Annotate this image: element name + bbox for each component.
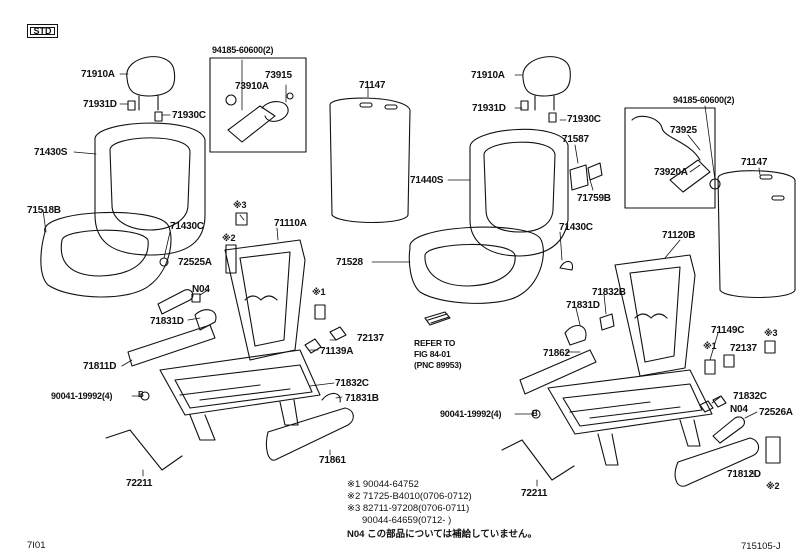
label-71832b: 71832B	[592, 287, 626, 298]
label-71832c-right: 71832C	[733, 391, 767, 402]
label-94185-left: 94185-60600(2)	[212, 45, 274, 55]
label-71759b: 71759B	[577, 193, 611, 204]
label-71832c-left: 71832C	[335, 378, 369, 389]
callout-b-right: B	[532, 409, 538, 418]
label-71930c: 71930C	[172, 110, 206, 121]
footer-left: 7I01	[27, 540, 46, 551]
right-wire	[501, 439, 575, 481]
std-badge: STD	[27, 24, 58, 38]
right-side-cover	[519, 349, 760, 487]
label-71430c-right: 71430C	[559, 222, 593, 233]
refer-note: REFER TO FIG 84-01 (PNC 89953)	[414, 338, 462, 370]
left-clips	[191, 212, 347, 354]
right-seat-cushion	[408, 226, 544, 304]
left-seatback	[94, 122, 206, 256]
footer-right: 715105-J	[741, 541, 781, 552]
label-71831d: 71831D	[150, 316, 184, 327]
label-71430s: 71430S	[34, 147, 68, 158]
right-levers	[564, 313, 745, 444]
label-n04-right: N04	[730, 404, 748, 415]
right-clips	[699, 340, 781, 464]
label-71831d-right: 71831D	[566, 300, 600, 311]
label-71931d: 71931D	[83, 99, 117, 110]
left-seat-frame	[159, 239, 321, 441]
label-71862: 71862	[543, 348, 570, 359]
label-90041-left: 90041-19992(4)	[51, 391, 113, 401]
label-73910a: 73910A	[235, 81, 269, 92]
right-headrest	[522, 56, 571, 111]
left-levers	[157, 289, 341, 403]
label-73915: 73915	[265, 70, 292, 81]
label-71587: 71587	[562, 134, 589, 145]
label-k2-left: ※2	[222, 233, 236, 243]
leader-lines	[42, 59, 761, 487]
label-71147-mid: 71147	[359, 80, 386, 91]
label-n04-left: N04	[192, 284, 210, 295]
label-71440s: 71440S	[410, 175, 444, 186]
left-side-cover	[127, 324, 354, 461]
right-back-board	[717, 170, 796, 299]
label-k3-left: ※3	[233, 200, 247, 210]
label-72525a: 72525A	[178, 257, 212, 268]
note-3: ※3 82711-97208(0706-0711)	[347, 503, 470, 514]
right-heater-box	[624, 107, 721, 209]
label-73920a: 73920A	[654, 167, 688, 178]
left-guides	[127, 100, 163, 122]
note-n04: N04 この部品については補給していません。	[347, 529, 538, 540]
note-2: ※2 71725-B4010(0706-0712)	[347, 491, 472, 502]
label-71861: 71861	[319, 455, 346, 466]
label-71139a: 71139A	[320, 346, 354, 357]
left-headrest	[126, 56, 176, 111]
label-71528: 71528	[336, 257, 363, 268]
label-k3-right: ※3	[764, 328, 778, 338]
label-71931d-right: 71931D	[472, 103, 506, 114]
label-k1-right: ※1	[703, 341, 717, 351]
label-71831b: 71831B	[345, 393, 379, 404]
label-72137-right: 72137	[730, 343, 757, 354]
label-71910a: 71910A	[81, 69, 115, 80]
right-guides	[520, 100, 557, 123]
right-seat-frame	[547, 254, 713, 466]
left-wire	[105, 429, 183, 471]
label-71147-right: 71147	[741, 157, 768, 168]
left-heater-box	[209, 57, 307, 153]
label-94185-right: 94185-60600(2)	[673, 95, 735, 105]
label-72211-right: 72211	[521, 488, 548, 499]
label-72211-left: 72211	[126, 478, 153, 489]
mid-knob	[424, 311, 451, 326]
note-1: ※1 90044-64752	[347, 479, 419, 490]
label-72137-left: 72137	[357, 333, 384, 344]
label-71812d: 71812D	[727, 469, 761, 480]
label-71149c: 71149C	[711, 325, 745, 336]
label-71811d: 71811D	[83, 361, 117, 372]
label-k2-right: ※2	[766, 481, 780, 491]
label-71930c-right: 71930C	[567, 114, 601, 125]
right-seatback	[469, 128, 569, 257]
label-71910a-right: 71910A	[471, 70, 505, 81]
label-72526a: 72526A	[759, 407, 793, 418]
label-90041-right: 90041-19992(4)	[440, 409, 502, 419]
label-71430c: 71430C	[170, 221, 204, 232]
label-k1-left: ※1	[312, 287, 326, 297]
left-seat-cushion	[40, 211, 172, 298]
label-71518b: 71518B	[27, 205, 61, 216]
mid-back-board	[329, 97, 411, 224]
right-small-parts	[559, 162, 603, 271]
note-4: 90044-64659(0712- )	[362, 515, 452, 526]
label-73925: 73925	[670, 125, 697, 136]
callout-b-left: B	[138, 390, 144, 399]
label-71110a: 71110A	[274, 218, 307, 229]
label-71120b: 71120B	[662, 230, 696, 241]
